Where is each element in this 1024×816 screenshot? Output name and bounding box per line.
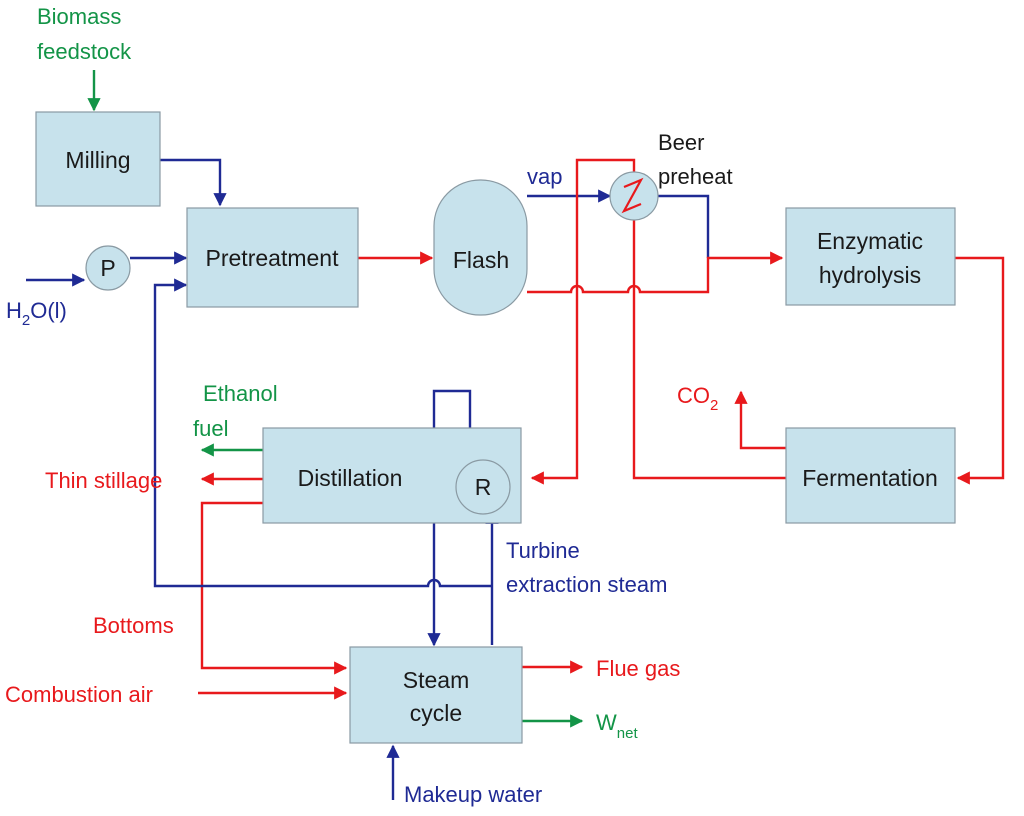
co2-label: CO2 <box>677 383 718 414</box>
steam-cycle-label-line1: Steam <box>403 667 469 693</box>
beer-preheat-label-line1: Beer <box>658 130 704 155</box>
pretreatment-steam-stream <box>153 278 492 588</box>
biomass-label-line1: Biomass <box>37 4 121 29</box>
steam-cycle-unit: Steam cycle <box>349 646 523 744</box>
ethanol-label-line1: Ethanol <box>203 381 278 406</box>
milling-to-pretreatment-stream <box>160 158 227 207</box>
co2-stream <box>734 390 786 450</box>
bottoms-label: Bottoms <box>93 613 174 638</box>
preheat-condensate-stream <box>658 194 710 258</box>
wnet-label-main: W <box>596 710 617 735</box>
milling-label: Milling <box>65 147 130 173</box>
flash-liquid-stream <box>527 251 784 294</box>
beer-preheat-exchanger <box>609 171 659 221</box>
reboiler-unit: R <box>455 459 511 515</box>
pump-unit: P <box>85 245 131 291</box>
water-label-sub: 2 <box>22 312 30 329</box>
wnet-label-sub: net <box>617 725 639 742</box>
turbine-label-line1: Turbine <box>506 538 580 563</box>
pump-label: P <box>100 255 115 281</box>
biomass-label-line2: feedstock <box>37 39 132 64</box>
makeup-water-label: Makeup water <box>404 782 542 807</box>
combustion-air-label: Combustion air <box>5 682 153 707</box>
reboiler-label: R <box>475 474 492 500</box>
water-label-h: H <box>6 298 22 323</box>
wnet-label: Wnet <box>596 710 638 742</box>
pretreatment-unit: Pretreatment <box>186 207 359 308</box>
flue-gas-label: Flue gas <box>596 656 680 681</box>
turbine-label-line2: extraction steam <box>506 572 667 597</box>
ethanol-label-line2: fuel <box>193 416 228 441</box>
water-label-rest: O(l) <box>30 298 67 323</box>
pretreatment-label: Pretreatment <box>206 245 340 271</box>
fermentation-unit: Fermentation <box>785 427 956 524</box>
flash-label: Flash <box>453 247 509 273</box>
steam-cycle-label-line2: cycle <box>410 700 462 726</box>
enzymatic-hydrolysis-unit: Enzymatic hydrolysis <box>785 207 956 306</box>
co2-label-main: CO <box>677 383 710 408</box>
hydrolysis-label-line1: Enzymatic <box>817 228 923 254</box>
heat-exchanger-zigzag-icon <box>621 177 644 214</box>
vap-label: vap <box>527 164 562 189</box>
distillation-label: Distillation <box>298 465 403 491</box>
hydrolysis-label-line2: hydrolysis <box>819 262 921 288</box>
beer-loop-stream <box>530 158 786 485</box>
flash-drum-unit: Flash <box>433 179 528 316</box>
co2-label-sub: 2 <box>710 397 718 414</box>
beer-preheat-label-line2: preheat <box>658 164 733 189</box>
milling-unit: Milling <box>35 111 161 207</box>
fermentation-label: Fermentation <box>802 465 938 491</box>
thin-stillage-label: Thin stillage <box>45 468 162 493</box>
hydrolysis-to-fermentation-stream <box>955 256 1005 485</box>
water-label: H2O(l) <box>6 298 67 329</box>
